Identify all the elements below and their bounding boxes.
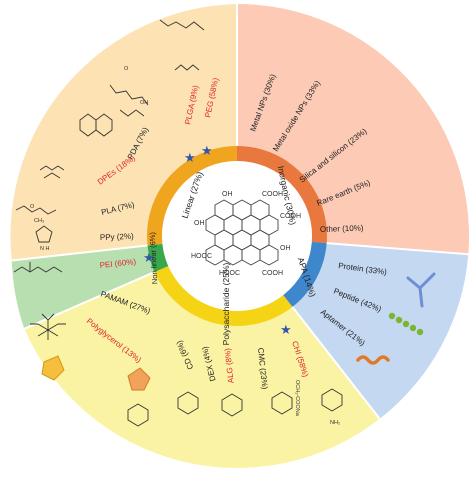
cyclodextrin-icon bbox=[127, 367, 151, 391]
mol-label-4: OH bbox=[194, 220, 205, 227]
pda-ring-2 bbox=[95, 113, 113, 137]
sector-dividers bbox=[11, 4, 469, 420]
antibody-icon bbox=[406, 272, 436, 308]
star-peg: ★ bbox=[201, 143, 213, 158]
cd-ring bbox=[127, 403, 149, 427]
ppy-nh-label: N H bbox=[40, 246, 50, 252]
ring-14 bbox=[259, 244, 279, 266]
divider-nonlinear-linear bbox=[11, 244, 148, 262]
center-circle bbox=[162, 161, 312, 311]
nonlinear-icons bbox=[41, 355, 65, 381]
nonlinear-structures bbox=[13, 262, 66, 340]
plga-o-label: O bbox=[124, 66, 129, 72]
highlight-stars: ★ ★ ★ ★ bbox=[143, 143, 292, 337]
dpes-structure bbox=[39, 165, 65, 179]
item-cmc: CMC (23%) bbox=[256, 347, 269, 390]
cmc-sub-label: OCH₂-COONa bbox=[294, 380, 300, 417]
ring-inorganic bbox=[237, 146, 327, 244]
mol-label-1: OH bbox=[222, 191, 233, 198]
star-plga: ★ bbox=[184, 150, 196, 165]
aptamer-icon bbox=[356, 355, 390, 365]
polysaccharide-icons bbox=[127, 367, 151, 391]
peg-structure bbox=[159, 19, 205, 71]
chi-ring bbox=[321, 388, 343, 412]
polyglycerol-icon bbox=[41, 355, 65, 381]
ring-linear bbox=[146, 145, 237, 246]
polysaccharide-structures bbox=[127, 388, 343, 427]
graphene-oxide-molecule bbox=[205, 199, 279, 266]
molecule-labels: OH COOH COOH OH HOOC HOOC COOH OH bbox=[191, 191, 301, 277]
divider-polysaccharide-nonlinear bbox=[23, 271, 155, 330]
mol-label-7: COOH bbox=[262, 270, 283, 277]
item-alg: ALG (8%) bbox=[223, 347, 236, 383]
plga-structure bbox=[109, 84, 149, 117]
pla-o-label: O bbox=[30, 204, 35, 210]
ring-apa bbox=[283, 241, 327, 307]
sector-polysaccharide bbox=[24, 236, 380, 468]
mol-label-5: HOOC bbox=[191, 253, 212, 260]
star-chi: ★ bbox=[280, 322, 292, 337]
category-ring bbox=[146, 145, 327, 326]
pla-ch3-label: CH₃ bbox=[34, 218, 44, 224]
linear-structures bbox=[15, 19, 205, 243]
plga-oh-label: OH bbox=[140, 100, 148, 106]
linear-structure-labels: O OH CH₃ O N H bbox=[30, 66, 148, 252]
dex-ring bbox=[177, 391, 199, 415]
pla-structure bbox=[15, 205, 57, 215]
label-nonlinear: Non linear (6%) bbox=[148, 231, 160, 284]
divider-apa-polysaccharide bbox=[291, 306, 381, 420]
chi-nh2-label: NH₂ bbox=[330, 420, 340, 426]
apa-icons bbox=[356, 272, 436, 365]
mol-label-8: OH bbox=[280, 245, 291, 252]
ring-nonlinear bbox=[147, 244, 169, 272]
mol-label-6: HOOC bbox=[219, 270, 240, 277]
item-pei: PEI (60%) bbox=[99, 257, 137, 270]
pei-structure bbox=[13, 262, 63, 273]
alg-ring bbox=[221, 393, 243, 417]
peptide-beads-icon bbox=[388, 312, 424, 336]
dendrimer-icon bbox=[30, 313, 66, 340]
divider-inorganic-apa bbox=[326, 242, 469, 256]
label-polysaccharide: Polysaccharide (25%) bbox=[221, 262, 231, 345]
ppy-ring bbox=[35, 225, 53, 243]
item-ppy: PPy (2%) bbox=[100, 232, 134, 242]
star-pei: ★ bbox=[143, 250, 155, 265]
mol-label-2: COOH bbox=[262, 191, 283, 198]
cmc-ring bbox=[271, 391, 293, 415]
polysaccharide-structure-labels: OCH₂-COONa NH₂ bbox=[294, 380, 340, 426]
mol-label-3: COOH bbox=[280, 213, 301, 220]
ring-polysaccharide bbox=[154, 266, 293, 326]
item-other: Other (10%) bbox=[320, 223, 364, 234]
